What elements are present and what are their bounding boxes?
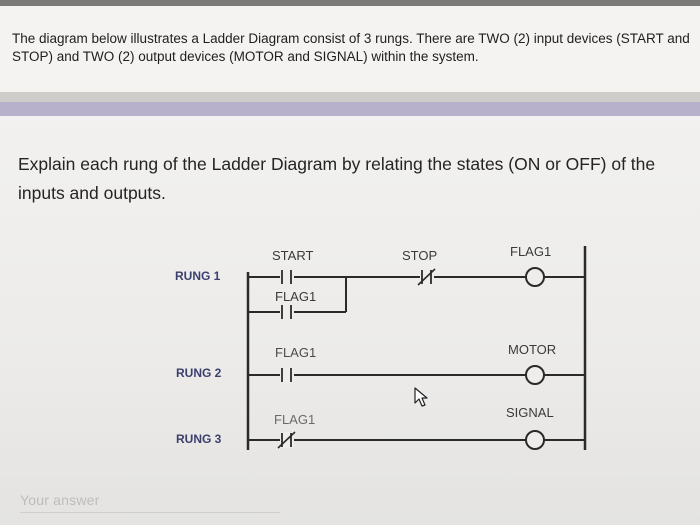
motor-coil-label: MOTOR <box>508 342 556 357</box>
start-contact <box>280 269 294 285</box>
signal-coil-label: SIGNAL <box>506 405 554 420</box>
intro-description: The diagram below illustrates a Ladder D… <box>12 31 690 64</box>
intro-card <box>0 6 700 93</box>
flag1-rung3-contact <box>277 431 296 449</box>
mouse-cursor-icon <box>414 387 428 407</box>
section-header-band <box>0 102 700 116</box>
stop-contact-label: STOP <box>402 248 437 263</box>
rung2-label: RUNG 2 <box>176 366 222 380</box>
rung1-label: RUNG 1 <box>175 269 221 283</box>
motor-coil <box>525 365 545 385</box>
section-gap <box>0 92 700 102</box>
ladder-diagram: RUNG 1 RUNG 2 RUNG 3 START FLAG1 STOP <box>150 232 600 454</box>
window-top-strip <box>0 0 700 6</box>
signal-coil <box>525 430 545 450</box>
rung3-label: RUNG 3 <box>176 432 222 446</box>
stop-contact <box>417 268 436 286</box>
question-title: Explain each rung of the Ladder Diagram … <box>18 154 656 203</box>
start-contact-label: START <box>272 248 313 263</box>
answer-input-underline <box>20 512 280 513</box>
flag1-rung3-label: FLAG1 <box>274 412 315 427</box>
flag1-coil-label: FLAG1 <box>510 244 551 259</box>
flag1-rung2-contact <box>280 367 294 383</box>
question-card <box>0 116 700 525</box>
flag1-coil <box>525 267 545 287</box>
answer-input[interactable]: Your answer <box>20 492 100 508</box>
flag1-rung2-label: FLAG1 <box>275 345 316 360</box>
flag1-seal-contact <box>280 304 294 320</box>
flag1-seal-label: FLAG1 <box>275 289 316 304</box>
